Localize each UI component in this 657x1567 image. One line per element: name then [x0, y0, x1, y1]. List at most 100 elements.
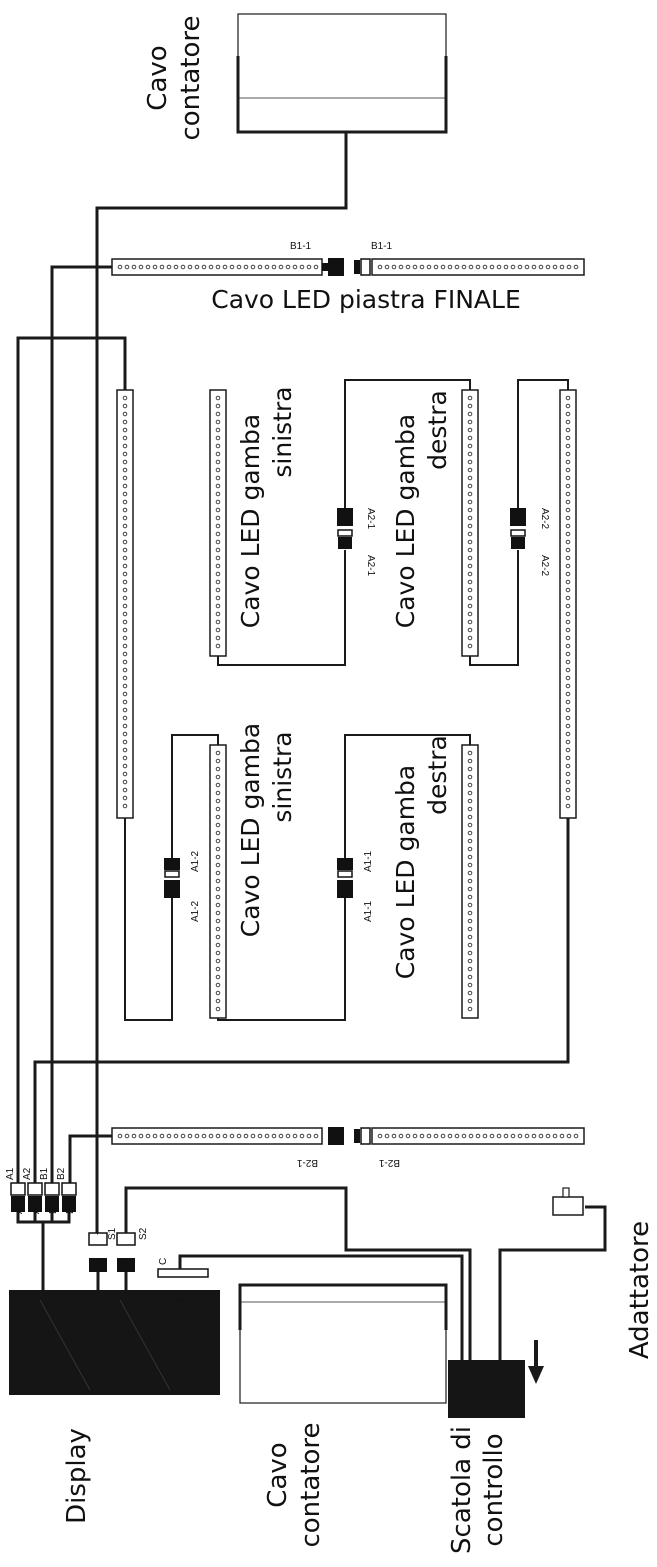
led-dot [122, 699, 128, 705]
led-dot [122, 451, 128, 457]
led-dot [285, 264, 291, 270]
led-dot [122, 675, 128, 681]
led-dot [467, 619, 473, 625]
led-dot [565, 747, 571, 753]
led-dot [565, 691, 571, 697]
connector-a2-1 [337, 508, 353, 549]
led-dot [440, 1133, 446, 1139]
led-dot [152, 264, 158, 270]
led-dot [215, 523, 221, 529]
led-dot [122, 659, 128, 665]
led-dot [565, 643, 571, 649]
led-dot [122, 467, 128, 473]
led-dot [215, 862, 221, 868]
led-dot [215, 878, 221, 884]
led-dot [482, 264, 488, 270]
led-dot [538, 1133, 544, 1139]
led-dot [467, 838, 473, 844]
led-dot [467, 547, 473, 553]
led-dot [496, 1133, 502, 1139]
led-dot [215, 515, 221, 521]
led-dot [454, 1133, 460, 1139]
led-dot [122, 779, 128, 785]
led-dot [565, 611, 571, 617]
led-dot [565, 467, 571, 473]
led-dot [468, 1133, 474, 1139]
connector-a1-2 [164, 858, 180, 898]
led-dot [467, 950, 473, 956]
led-dot [531, 264, 537, 270]
led-dot [122, 427, 128, 433]
led-dot [122, 603, 128, 609]
led-dot [271, 264, 277, 270]
led-dot [215, 1133, 221, 1139]
led-dot [215, 611, 221, 617]
led-dot [467, 403, 473, 409]
a2-2-wire-upper [517, 379, 569, 508]
b2-wire [68, 1134, 112, 1183]
tag-a2-1-top: A2-1 [365, 508, 376, 530]
connector-a2-2 [510, 508, 526, 549]
tag-s1-bot: S1 [93, 1259, 104, 1272]
led-dot [467, 966, 473, 972]
led-dot [565, 787, 571, 793]
c-wire [178, 1254, 464, 1360]
led-dot [122, 499, 128, 505]
led-dot [565, 675, 571, 681]
led-dot [565, 731, 571, 737]
led-dot [565, 699, 571, 705]
led-dot [467, 563, 473, 569]
a1-2-wire-lower [124, 818, 173, 1021]
led-dot [122, 411, 128, 417]
led-dot [122, 763, 128, 769]
led-dot [122, 747, 128, 753]
led-dot [215, 886, 221, 892]
led-dot [215, 411, 221, 417]
led-dot [524, 264, 530, 270]
led-dot [122, 771, 128, 777]
label-cavo-contatore-bot-2: contatore [296, 1422, 326, 1547]
led-dot [215, 870, 221, 876]
led-dot [215, 766, 221, 772]
led-dot [565, 523, 571, 529]
led-dot [384, 264, 390, 270]
display-box [9, 1290, 220, 1395]
led-dot [215, 443, 221, 449]
led-dot [215, 587, 221, 593]
led-dot [236, 1133, 242, 1139]
tag-b2-right: B2-1 [378, 1157, 400, 1168]
led-dot [215, 595, 221, 601]
led-dot [524, 1133, 530, 1139]
led-dot [122, 739, 128, 745]
led-dot [215, 990, 221, 996]
tag-display-b1: B1 [48, 1201, 59, 1214]
tag-b1-left: B1-1 [290, 241, 312, 252]
led-dot [565, 739, 571, 745]
control-box [448, 1360, 525, 1418]
led-dot [565, 683, 571, 689]
led-dot [122, 611, 128, 617]
led-dot [215, 643, 221, 649]
tag-a2-2-top: A2-2 [539, 508, 550, 530]
tag-display-a2-top: A2 [22, 1167, 33, 1180]
led-dot [433, 264, 439, 270]
led-dot [215, 838, 221, 844]
led-dot [467, 798, 473, 804]
led-dot [215, 982, 221, 988]
led-dot [122, 795, 128, 801]
counter-wire-top [95, 132, 348, 1233]
led-dot [565, 547, 571, 553]
led-dot [565, 579, 571, 585]
led-dot [215, 822, 221, 828]
down-arrow [528, 1340, 544, 1384]
led-dot [122, 459, 128, 465]
led-dot [222, 1133, 228, 1139]
led-dot [215, 507, 221, 513]
led-dot [194, 1133, 200, 1139]
led-dot [122, 683, 128, 689]
led-dot [122, 539, 128, 545]
led-dot [489, 264, 495, 270]
led-dot [215, 571, 221, 577]
led-dot [215, 467, 221, 473]
led-dot [565, 603, 571, 609]
